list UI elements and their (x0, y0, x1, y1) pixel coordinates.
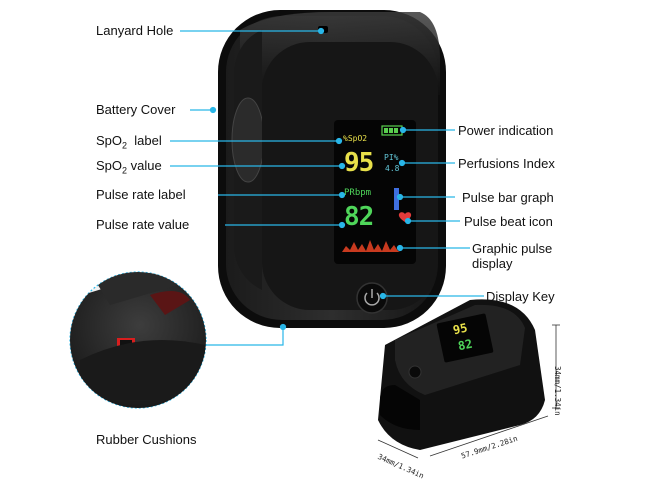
dimension-height: 34mm/1.34in (553, 366, 562, 416)
label-battery-cover: Battery Cover (96, 102, 176, 117)
power-icon (364, 289, 380, 306)
screen-pi-label: PI% (384, 153, 399, 162)
pulse-bar-graph (394, 188, 399, 210)
leader-lines (170, 27, 484, 346)
oled-screen (334, 120, 416, 264)
label-pulse-bar-graph: Pulse bar graph (462, 190, 554, 205)
label-pulse-rate-label: Pulse rate label (96, 187, 186, 202)
label-spo2-label: SpO2 label (96, 133, 162, 151)
label-lanyard-hole: Lanyard Hole (96, 23, 174, 38)
screen-pr-unit: PRbpm (344, 188, 372, 198)
screen-spo2-value: 95 (344, 148, 374, 178)
label-spo2-value: SpO2 value (96, 158, 162, 176)
label-rubber-cushions: Rubber Cushions (96, 432, 197, 447)
label-perfusions-index: Perfusions Index (458, 156, 555, 171)
small-device (377, 299, 560, 459)
label-power-indication: Power indication (458, 123, 554, 138)
small-screen-pr: 82 (456, 336, 474, 354)
main-device (218, 10, 446, 328)
cushion-inset (69, 271, 207, 409)
pulse-waveform (342, 240, 400, 252)
label-display-key: Display Key (486, 289, 555, 304)
label-pulse-rate-value: Pulse rate value (96, 217, 190, 232)
screen-pr-value: 82 (344, 202, 374, 232)
screen-spo2-unit: %SpO2 (343, 134, 368, 143)
label-pulse-beat-icon: Pulse beat icon (464, 214, 553, 229)
small-screen-spo2: 95 (451, 320, 469, 338)
label-graphic-pulse-display: Graphic pulse display (472, 241, 553, 271)
screen-pi-value: 4.8 (385, 164, 400, 173)
